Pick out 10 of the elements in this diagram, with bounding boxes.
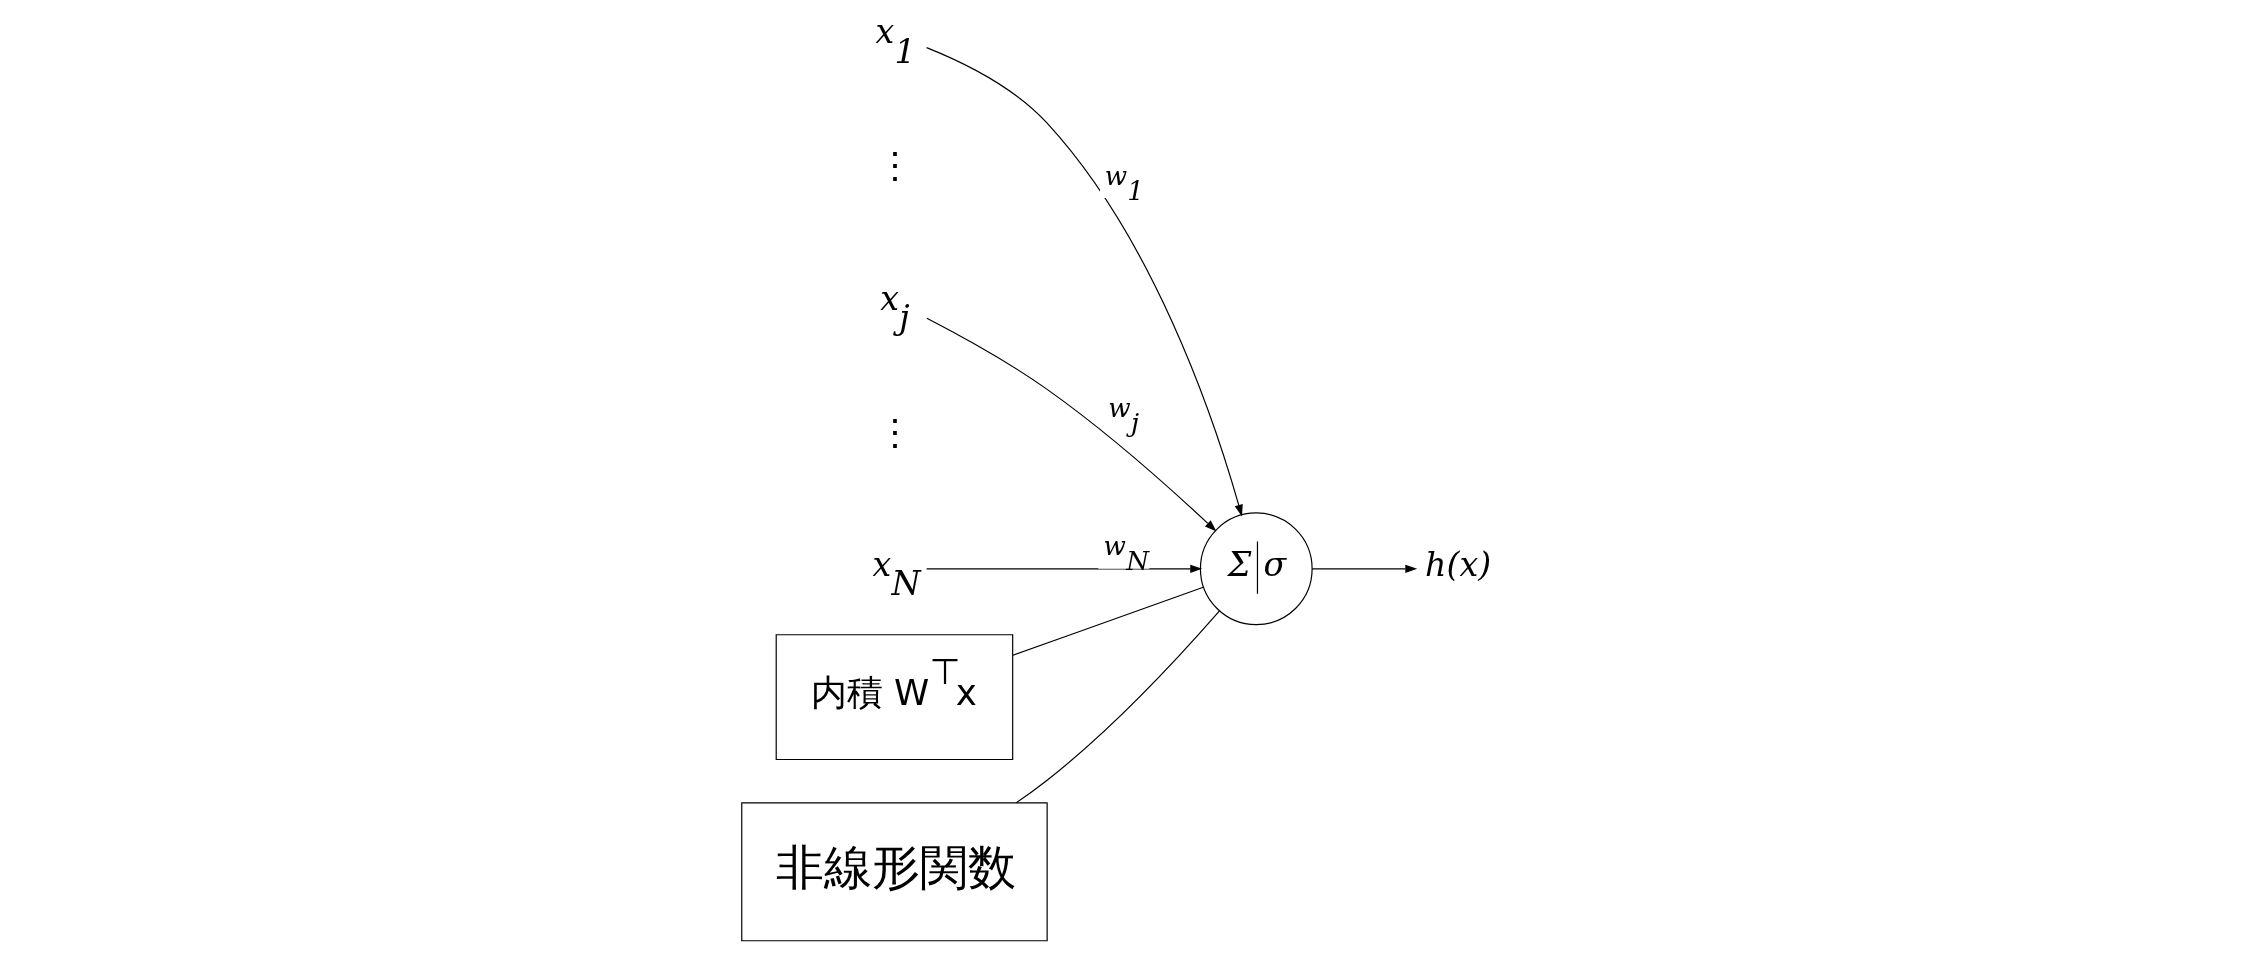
arrow xyxy=(925,317,1216,532)
label: ⋮ xyxy=(876,411,913,453)
node-text: h(x) xyxy=(1424,544,1491,584)
node-box: 非線形関数 xyxy=(740,802,1048,942)
arrow xyxy=(925,47,1243,517)
arrow xyxy=(1311,564,1417,573)
connector xyxy=(1011,586,1204,656)
connector xyxy=(1015,610,1220,804)
node-circle: Σ σ xyxy=(1199,512,1313,626)
label: ⋮ xyxy=(876,145,913,187)
